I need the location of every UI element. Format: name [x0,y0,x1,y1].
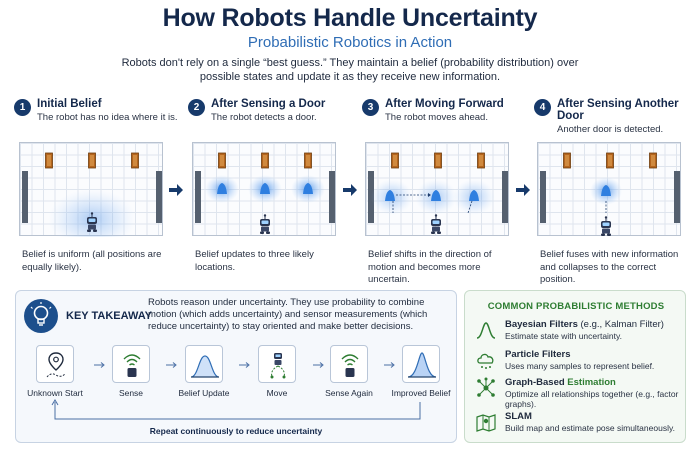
room-panel-after-moving [365,142,509,236]
flow-step-sense: Sense [96,345,166,398]
method-description: Estimate state with uncertainty. [505,331,623,341]
step-caption: Belief shifts in the direction of motion… [368,249,492,285]
flow-step-sense-again: Sense Again [314,345,384,398]
flow-step-move: Move [242,345,312,398]
step-caption: Belief updates to three likely locations… [195,249,314,273]
method-particle-filters: Particle Filters Uses many samples to re… [475,349,680,377]
step-number: 3 [362,99,379,116]
page-title: How Robots Handle Uncertainty [162,4,538,32]
graph-network-icon [477,377,495,397]
key-takeaway-title: KEY TAKEAWAY [66,310,152,322]
lightbulb-icon [24,299,58,333]
flow-arrow-icon [239,362,250,368]
step-description: The robot has no idea where it is. [37,112,178,123]
step-3: 3 After Moving Forward The robot moves a… [362,98,527,124]
flow-label: Belief Update [178,388,230,398]
step-description: The robot detects a door. [211,112,317,123]
flow-step-improved-belief: Improved Belief [386,345,456,398]
methods-title: COMMON PROBABILISTIC METHODS [487,301,665,312]
method-bayesian-filters: Bayesian Filters (e.g., Kalman Filter) E… [475,319,680,347]
key-takeaway-text: Robots reason under uncertainty. They us… [148,297,428,333]
step-2: 2 After Sensing a Door The robot detects… [188,98,353,124]
room-panel-initial-belief [19,142,163,237]
method-description: Uses many samples to represent belief. [505,361,655,371]
sensor-signal-icon [112,345,150,383]
method-name: Graph-Based Estimation [505,377,616,388]
particle-cloud-icon [477,353,494,369]
flow-arrow-icon [313,362,324,368]
step-title: After Moving Forward [385,98,504,110]
methods-panel: COMMON PROBABILISTIC METHODS Bayesian Fi… [464,290,686,443]
narrow-bell-curve-icon [402,345,440,383]
flow-step-belief-update: Belief Update [169,345,239,398]
flow-label: Improved Belief [391,388,451,398]
step-number: 2 [188,99,205,116]
flow-label: Unknown Start [27,388,83,398]
step-1: 1 Initial Belief The robot has no idea w… [14,98,179,124]
flow-arrow-icon [166,362,177,368]
repeat-label: Repeat continuously to reduce uncertaint… [149,426,323,436]
step-title: Initial Belief [37,98,102,110]
method-name: Particle Filters [505,349,571,360]
flow-label: Move [266,388,288,398]
step-4: 4 After Sensing Another Door Another doo… [534,98,699,136]
step-caption: Belief is uniform (all positions are equ… [22,249,162,273]
step-number: 4 [534,99,551,116]
step-title: After Sensing Another Door [557,98,679,122]
room-panel-after-sensing-another-door [537,142,681,237]
step-description: The robot moves ahead. [385,112,488,123]
flow-arrow-icon [384,362,395,368]
flow-arrow-icon [94,362,105,368]
intro-text: Robots don't rely on a single “best gues… [121,57,579,83]
method-name: SLAM [505,411,532,422]
flow-step-unknown-start: Unknown Start [20,345,90,398]
map-pin-icon [476,414,496,432]
method-name: Bayesian Filters (e.g., Kalman Filter) [505,319,664,330]
step-caption: Belief fuses with new information and co… [540,249,679,285]
page-subtitle: Probabilistic Robotics in Action [247,34,453,51]
bell-curve-icon [476,322,496,339]
flow-label: Sense Again [325,388,373,398]
method-slam: SLAM Build map and estimate pose simulta… [475,411,680,439]
method-graph-based-estimation: Graph-Based Estimation Optimize all rela… [475,377,680,409]
step-number: 1 [14,99,31,116]
flow-label: Sense [118,388,144,398]
method-description: Build map and estimate pose simultaneous… [505,423,675,433]
key-takeaway-panel: KEY TAKEAWAY Robots reason under uncerta… [15,290,457,443]
room-panel-after-sensing-door [192,142,336,236]
robot-move-icon [258,345,296,383]
step-description: Another door is detected. [557,124,664,135]
method-description: Optimize all relationships together (e.g… [505,389,679,409]
sensor-signal-icon [330,345,368,383]
location-pin-icon [36,345,74,383]
next-step-arrow-icon [343,184,357,196]
step-title: After Sensing a Door [211,98,326,110]
next-step-arrow-icon [516,184,530,196]
bell-curve-icon [185,345,223,383]
repeat-loop-arrow-icon [51,399,421,420]
next-step-arrow-icon [169,184,183,196]
